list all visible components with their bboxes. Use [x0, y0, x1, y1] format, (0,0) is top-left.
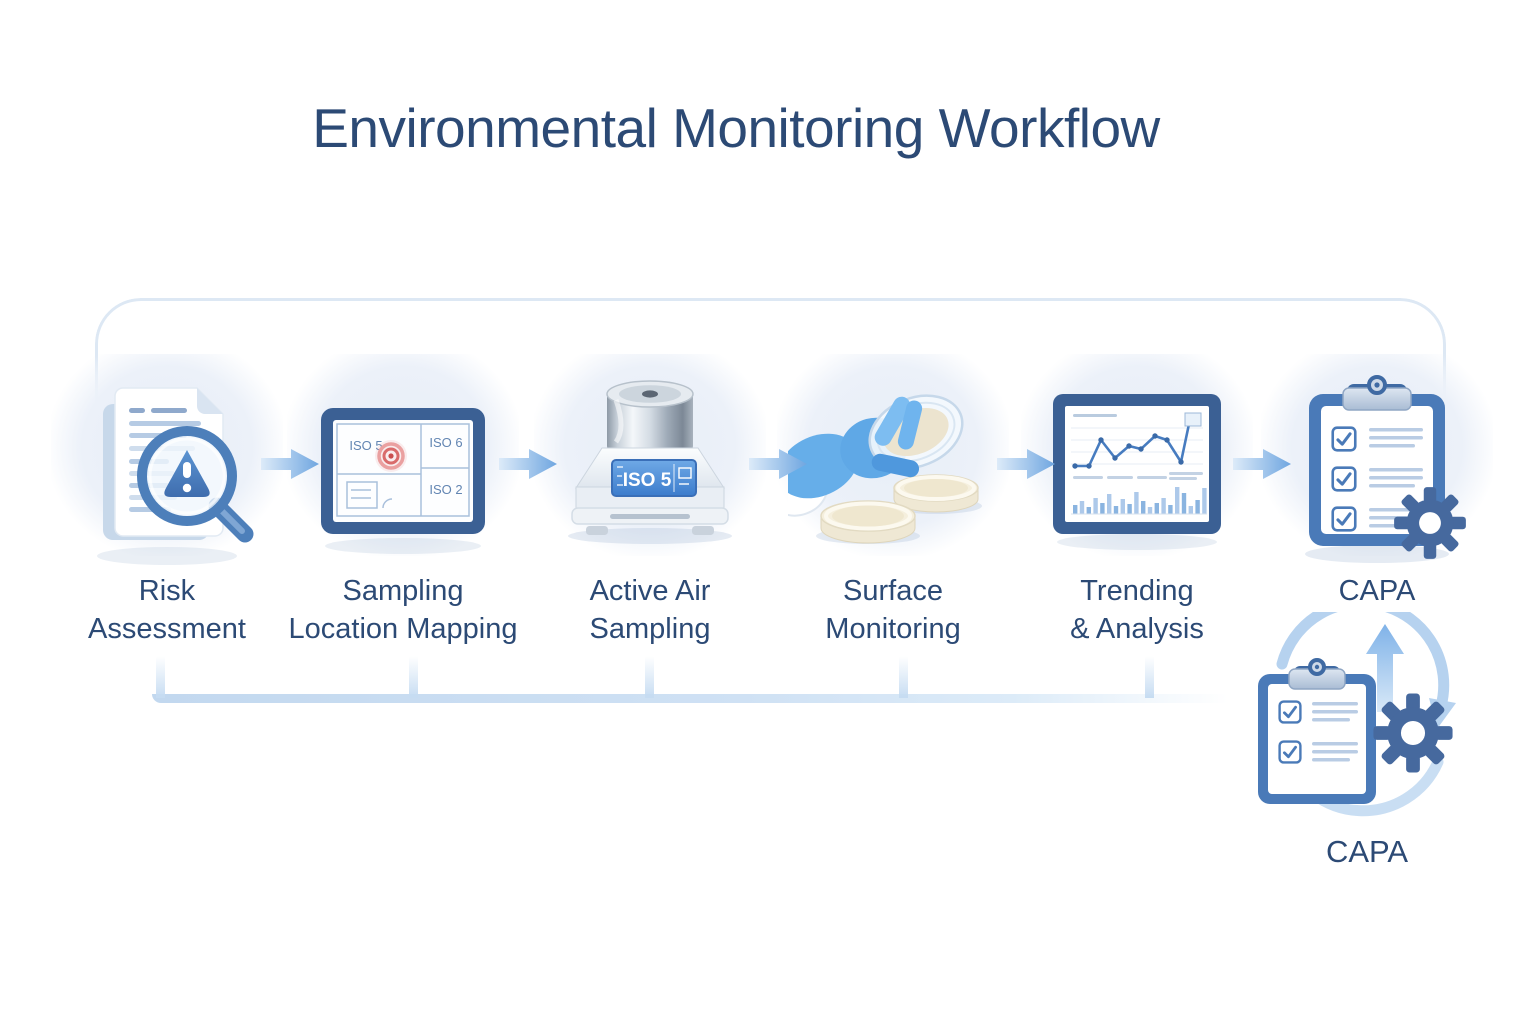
floor-plan-lines: [336, 423, 470, 517]
step-label: Active Air Sampling: [520, 572, 780, 649]
step-label-line2: Monitoring: [825, 613, 961, 646]
page-title: Environmental Monitoring Workflow: [312, 97, 1160, 159]
petri-dish-back: [890, 474, 982, 514]
step-label-line2: Assessment: [88, 613, 246, 646]
flow-arrow-icon: [261, 449, 319, 479]
feedback-connector-stub: [156, 654, 165, 698]
magnifier-warning-icon: [137, 426, 254, 543]
step-active-air-sampling: ISO 5 Active Air Sampling: [520, 352, 780, 682]
capa-cycle-icon: [1258, 612, 1456, 817]
air-sampler-device-icon: ISO 5: [568, 380, 732, 544]
feedback-connector-stub: [645, 654, 654, 698]
document-magnifier-warning-icon: [97, 387, 254, 565]
gear-icon: [1394, 487, 1466, 559]
flow-arrow-icon: [499, 449, 557, 479]
cleanroom-map-tablet-icon: ISO 5 ISO 6 ISO 2: [321, 408, 485, 554]
capa-loop-label: CAPA: [1325, 834, 1409, 869]
step-risk-assessment: Risk Assessment: [37, 352, 297, 682]
feedback-connector-line: [152, 694, 1228, 703]
step-label-line1: Surface: [843, 575, 943, 607]
gear-icon: [1373, 693, 1453, 773]
glove-fingers: [871, 396, 923, 478]
map-zone-label-iso5: ISO 5: [349, 438, 382, 453]
clipboard-icon: [1258, 658, 1376, 804]
feedback-connector-stub: [899, 654, 908, 698]
step-label-line1: CAPA: [1338, 575, 1416, 607]
step-surface-monitoring: Surface Monitoring: [763, 352, 1023, 682]
step-label: Trending & Analysis: [1007, 572, 1267, 649]
step-label-line1: Active Air: [589, 575, 711, 607]
sampler-head-cylinder: [606, 380, 694, 459]
sampling-point-marker-icon: [375, 440, 407, 472]
bar-chart: [1071, 472, 1207, 515]
line-chart: [1071, 412, 1203, 469]
step-label: Surface Monitoring: [763, 572, 1023, 649]
step-label-line2: Location Mapping: [288, 613, 518, 646]
petri-dish-front: [816, 500, 920, 544]
flow-arrow-icon: [1233, 449, 1291, 479]
flow-arrow-icon: [997, 449, 1055, 479]
capa-clipboard-gear-icon: [1305, 375, 1466, 563]
step-sampling-location-mapping: ISO 5 ISO 6 ISO 2 Sampling Location Mapp…: [273, 352, 533, 682]
step-label-line1: Sampling: [342, 575, 464, 607]
step-label-line1: Risk: [138, 575, 196, 607]
flow-arrow-icon: [749, 449, 807, 479]
step-label: CAPA: [1247, 572, 1507, 610]
step-trending-analysis: Trending & Analysis: [1007, 352, 1267, 682]
step-capa: CAPA: [1247, 352, 1507, 682]
map-zone-label-iso6: ISO 6: [429, 435, 462, 450]
step-label: Risk Assessment: [37, 572, 297, 649]
map-zone-label-iso2: ISO 2: [429, 482, 462, 497]
sampler-display: ISO 5: [611, 459, 697, 497]
step-label-line2: Sampling: [589, 613, 711, 646]
warning-triangle-icon: [164, 450, 210, 497]
step-label: Sampling Location Mapping: [273, 572, 533, 649]
feedback-connector-stub: [1145, 654, 1154, 698]
trend-charts-monitor-icon: [1053, 394, 1221, 550]
feedback-connector-stub: [409, 654, 418, 698]
feedback-up-arrow-icon: [1366, 624, 1404, 712]
step-label-line1: Trending: [1080, 575, 1194, 607]
step-label-line2: & Analysis: [1070, 613, 1204, 646]
gloved-hand-petri-dish-icon: [788, 394, 982, 544]
sampler-display-text: ISO 5: [623, 470, 672, 491]
